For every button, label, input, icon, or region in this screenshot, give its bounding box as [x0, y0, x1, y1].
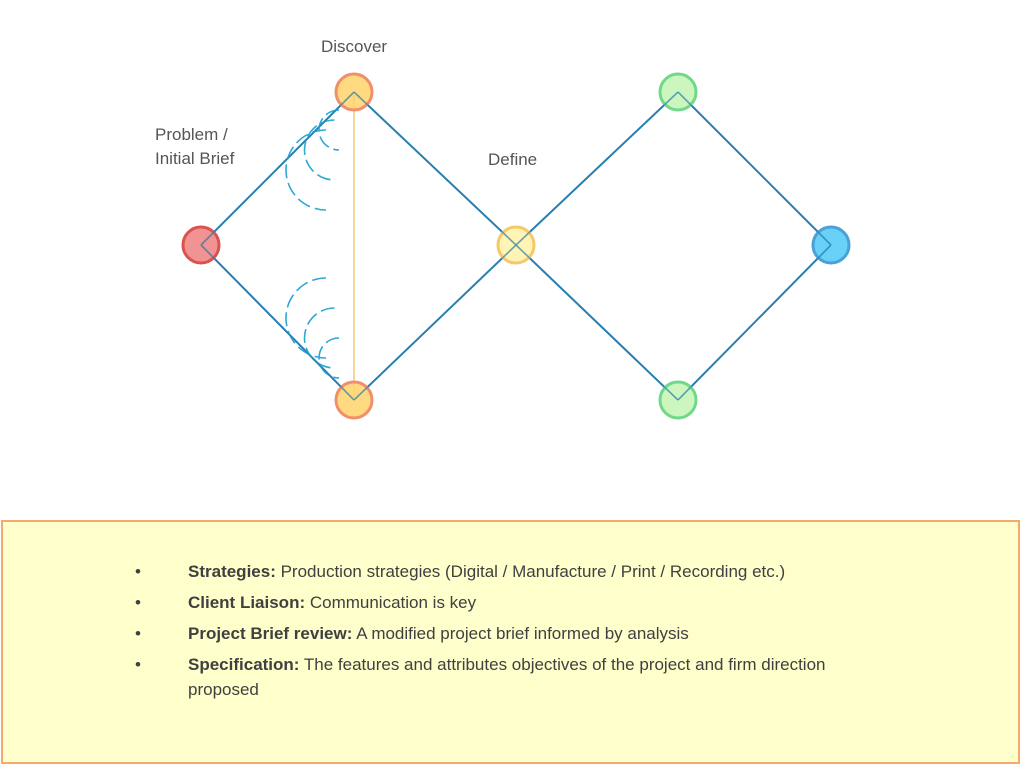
double-diamond-diagram: Discover Problem / Initial Brief Define [155, 37, 851, 420]
edge-overlay-start-discBot [200, 244, 355, 401]
lower-arc-small [318, 337, 340, 379]
edge-overlay-devTop-end [677, 91, 832, 246]
bullet-term: Client Liaison: [188, 593, 306, 612]
upper-arc-medium [303, 119, 335, 181]
edge-overlay-discBot-define [353, 244, 517, 401]
edge-overlay-define-devBot [515, 244, 679, 401]
list-item: • Project Brief review: A modified proje… [133, 621, 853, 646]
list-item: • Client Liaison: Communication is key [133, 590, 853, 615]
label-problem-line2: Initial Brief [155, 149, 235, 168]
edge-overlay-discTop-define [353, 91, 517, 246]
bullet-term: Project Brief review: [188, 624, 353, 643]
bullet-term: Strategies: [188, 562, 276, 581]
list-item: • Strategies: Production strategies (Dig… [133, 559, 853, 584]
bullet-text: Communication is key [305, 593, 477, 612]
edge-overlay-devBot-end [677, 244, 832, 401]
label-problem-line1: Problem / [155, 125, 228, 144]
bullet-marker: • [135, 655, 141, 674]
lower-arc-large [285, 277, 327, 359]
upper-arc-large [285, 129, 327, 211]
bullet-text: Production strategies (Digital / Manufac… [275, 562, 786, 581]
info-panel: • Strategies: Production strategies (Dig… [1, 520, 1020, 764]
label-discover: Discover [321, 37, 387, 56]
diagram-nodes [181, 72, 851, 420]
bullet-list: • Strategies: Production strategies (Dig… [133, 559, 853, 708]
lower-arc-medium [303, 307, 335, 369]
list-item: • Specification: The features and attrib… [133, 652, 853, 702]
edge-overlay-start-discTop [200, 91, 355, 246]
bullet-text: A modified project brief informed by ana… [352, 624, 689, 643]
bullet-marker: • [135, 562, 141, 581]
bullet-marker: • [135, 593, 141, 612]
bullet-marker: • [135, 624, 141, 643]
label-define: Define [488, 150, 537, 169]
edge-overlay-define-devTop [515, 91, 679, 246]
bullet-text: The features and attributes objectives o… [188, 655, 826, 699]
bullet-term: Specification: [188, 655, 300, 674]
